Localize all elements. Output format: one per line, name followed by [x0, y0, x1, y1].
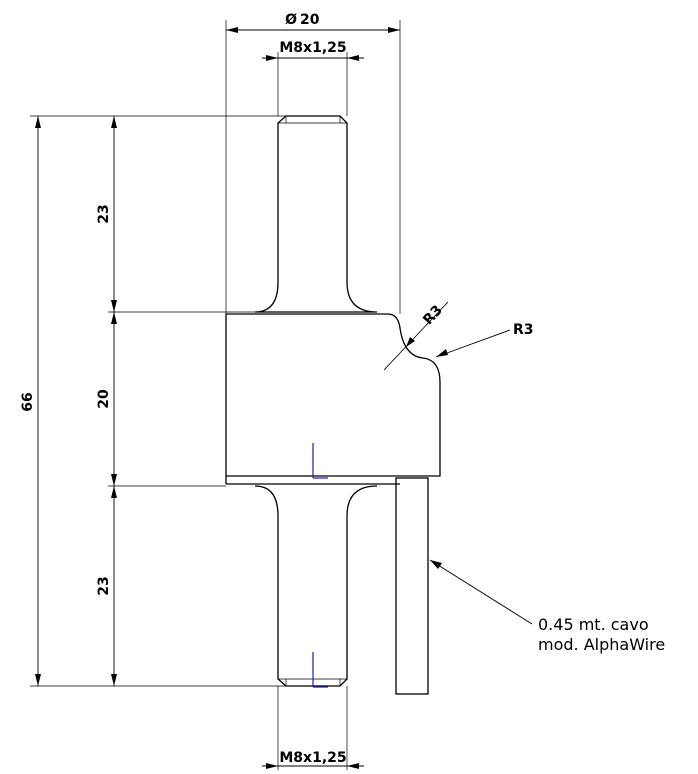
cable	[395, 477, 429, 695]
part-outline	[225, 115, 441, 695]
dimension-lines	[35, 27, 533, 769]
central-body	[225, 313, 441, 477]
dim-thread-bottom: M8x1,25	[279, 750, 346, 766]
diameter-symbol: Ø	[285, 12, 297, 28]
dim-body: 20	[96, 389, 112, 409]
radius-inner-label: R3	[420, 302, 446, 328]
radius-outer-label: R3	[513, 322, 534, 338]
extension-lines	[30, 20, 401, 770]
dimension-text: Ø 20 M8x1,25 M8x1,25 66 23 20 23 R3 R3 0…	[20, 12, 665, 766]
dim-overall-diameter: 20	[300, 12, 320, 28]
dim-upper-stud: 23	[96, 204, 112, 223]
cable-note-line2: mod. AlphaWire	[538, 635, 665, 654]
dim-total-length: 66	[20, 392, 36, 411]
lower-stud	[254, 485, 378, 687]
cable-note-line1: 0.45 mt. cavo	[538, 615, 649, 634]
upper-stud	[254, 115, 378, 313]
dim-lower-stud: 23	[96, 576, 112, 595]
dim-thread-top: M8x1,25	[279, 40, 346, 56]
axis-markers	[312, 443, 328, 688]
